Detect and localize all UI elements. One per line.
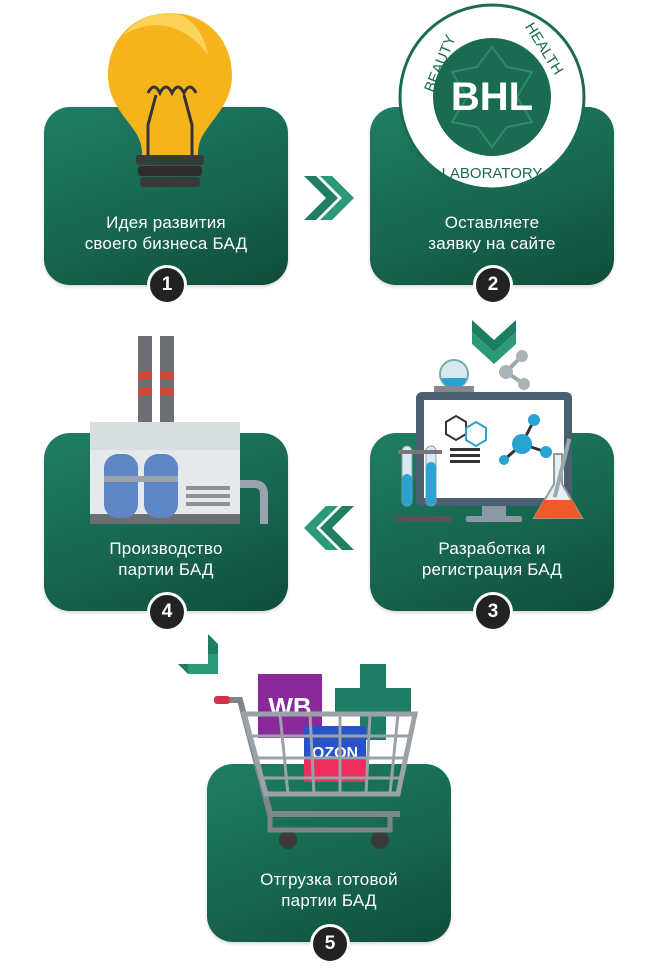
step-4-label: Производство партии БАД	[109, 539, 223, 579]
shopping-cart-icon: WB OZON	[214, 664, 419, 849]
step-5-label: Отгрузка готовой партии БАД	[260, 870, 398, 910]
step-3-label: Разработка и регистрация БАД	[421, 539, 563, 579]
bhl-logo-icon: BHL BEAUTY HEALTH LABORATORY	[398, 3, 586, 191]
step-3-badge: 3	[473, 592, 513, 632]
step-1-label: Идея развития своего бизнеса БАД	[84, 213, 248, 253]
arrow-right-icon	[304, 176, 354, 220]
step-1-badge: 1	[147, 265, 187, 305]
step-2-badge: 2	[473, 265, 513, 305]
arrow-left-icon	[304, 506, 354, 550]
step-4-badge: 4	[147, 592, 187, 632]
logo-brand: BHL	[451, 75, 533, 119]
lab-computer-icon	[396, 350, 584, 522]
step-2-label: Оставляете заявку на сайте	[428, 213, 556, 253]
arrow-down-icon	[472, 320, 516, 364]
step-5-badge: 5	[310, 924, 350, 964]
arrow-down-left-icon	[178, 634, 218, 674]
lightbulb-icon	[108, 13, 232, 187]
step-5-card: Отгрузка готовой партии БАД	[207, 764, 451, 942]
logo-bottom: LABORATORY	[442, 165, 543, 182]
factory-icon	[90, 336, 268, 524]
wb-box-label: WB	[268, 692, 311, 722]
